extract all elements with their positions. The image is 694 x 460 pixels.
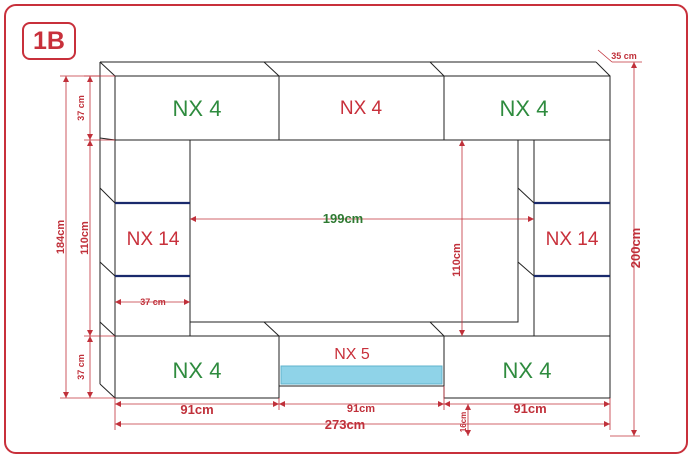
depth-edge-tr: [595, 61, 611, 77]
tv-opening: [189, 139, 519, 323]
dim-inner-height: 110cm: [451, 243, 463, 277]
dim-bottom-height: 37 cm: [76, 354, 86, 380]
label-bottom-left: NX 4: [173, 358, 222, 383]
dim-left-total-height: 184cm: [55, 220, 67, 254]
dim-top-height: 37 cm: [76, 95, 86, 121]
module-bottom-right: [443, 335, 611, 399]
dim-bottom-middle-width: 91cm: [347, 403, 375, 415]
depth-edge-tl: [99, 61, 116, 77]
variant-badge: 1B: [22, 22, 76, 60]
label-top-right: NX 4: [500, 96, 549, 121]
dim-inner-width: 199cm: [323, 211, 363, 226]
dim-total-width: 273cm: [325, 417, 365, 432]
dim-bottom-left-width: 91cm: [180, 402, 213, 417]
dim-total-height: 200cm: [628, 228, 643, 268]
depth-edge-bl: [99, 383, 116, 399]
label-side-right: NX 14: [546, 229, 599, 250]
dim-middle-height: 110cm: [79, 221, 91, 255]
label-bottom-middle: NX 5: [334, 346, 370, 363]
label-top-middle: NX 4: [340, 98, 383, 119]
glass-shelf: [280, 365, 443, 385]
label-bottom-right: NX 4: [503, 358, 552, 383]
dim-bottom-right-width: 91cm: [513, 401, 546, 416]
dim-side-width: 37 cm: [140, 297, 166, 307]
module-top-right: [443, 75, 611, 141]
label-top-left: NX 4: [173, 96, 222, 121]
dim-plinth: 16cm: [459, 412, 468, 432]
dim-line-depth: [597, 49, 613, 63]
diagram-frame: [4, 4, 688, 454]
dim-depth: 35 cm: [611, 51, 637, 61]
label-side-left: NX 14: [127, 229, 180, 250]
